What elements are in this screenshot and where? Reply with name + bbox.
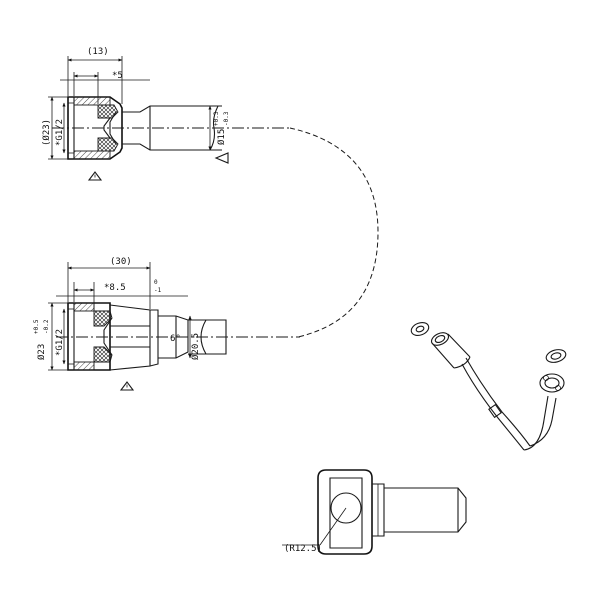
bottom-dim-overall: (30)	[110, 257, 132, 267]
bottom-dim-depth-tol-upper: 0	[154, 279, 158, 286]
assembly-isometric-view	[410, 322, 567, 451]
top-dim-pipe-tol-upper: +0.3	[213, 111, 220, 126]
bottom-dim-thread: *G1/2	[55, 329, 65, 356]
bottom-dim-outer-dia: Ø23	[36, 344, 47, 360]
warning-triangle-icon	[87, 171, 103, 181]
top-dim-pipe-tol-lower: -0.3	[223, 111, 230, 126]
warning-triangle-icon	[214, 152, 229, 164]
top-fitting-section: (13) *5 (Ø23) *G1/2 Ø15 +0.3 -0.3	[41, 47, 290, 181]
bottom-fitting-section: (30) *8.5 0 -1 Ø23 +0.5 -0.2 *G1/2 6° Ø2…	[33, 257, 300, 391]
detail-radius-label: (R12.5)	[284, 544, 322, 554]
bottom-dim-angle: 6°	[170, 334, 181, 344]
bottom-dim-outer-tol-upper: +0.5	[33, 319, 40, 334]
top-dim-pipe-dia: Ø15	[216, 129, 227, 145]
bottom-dim-thread-depth: *8.5	[104, 283, 126, 293]
top-dim-thread-depth: *5	[112, 71, 123, 81]
top-dim-outer-dia: (Ø23)	[41, 119, 52, 146]
warning-triangle-icon	[119, 381, 135, 391]
bottom-dim-depth-tol-lower: -1	[154, 287, 162, 294]
top-dim-overall: (13)	[87, 47, 109, 57]
elbow-detail-view: (R12.5)	[282, 469, 467, 555]
bottom-dim-outer-tol-lower: -0.2	[43, 319, 50, 334]
top-dim-thread: *G1/2	[55, 119, 65, 146]
bottom-dim-tip-dia: Ø20.5	[190, 333, 201, 360]
hose-path	[289, 127, 379, 338]
